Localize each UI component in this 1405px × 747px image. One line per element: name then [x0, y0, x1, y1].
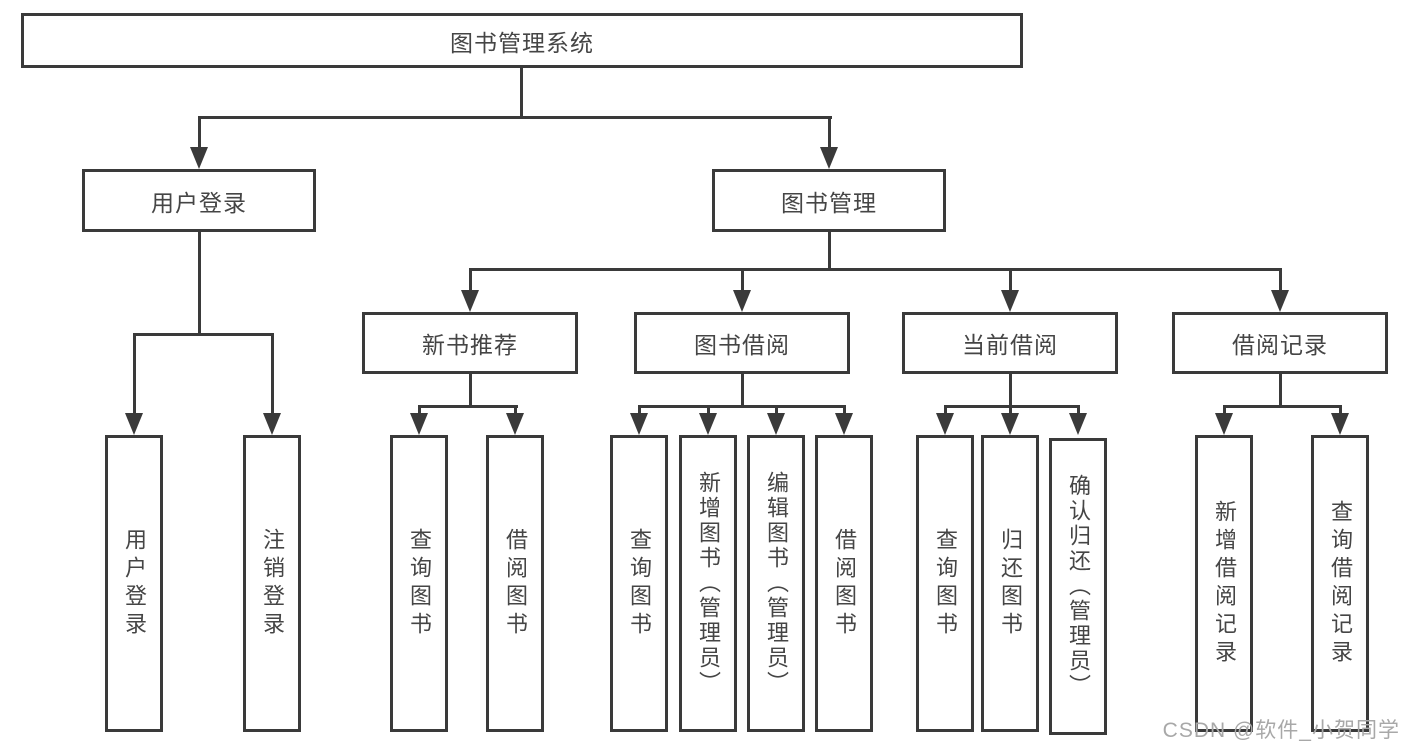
connector-vline: [843, 405, 846, 415]
leaf-return-books: 归还图书: [981, 435, 1039, 732]
connector-hline: [469, 268, 1282, 271]
connector-vline: [1339, 405, 1342, 415]
connector-vline: [469, 373, 472, 408]
leaf-query-books: 查询图书: [390, 435, 448, 732]
arrow-down-icon: [1069, 413, 1087, 435]
leaf-user-login: 用户登录: [105, 435, 163, 732]
connector-hline: [418, 405, 518, 408]
arrow-down-icon: [1001, 290, 1019, 312]
leaf-add-books-admin: 新增图书（管理员）: [679, 435, 737, 732]
leaf-borrow-books: 借阅图书: [486, 435, 544, 732]
node-new-book-recommend: 新书推荐: [362, 312, 578, 374]
arrow-down-icon: [767, 413, 785, 435]
arrow-down-icon: [1271, 290, 1289, 312]
connector-vline: [1279, 373, 1282, 408]
leaf-edit-books-admin: 编辑图书（管理员）: [747, 435, 805, 732]
connector-vline: [198, 116, 201, 149]
leaf-add-borrow-record: 新增借阅记录: [1195, 435, 1253, 732]
connector-hline: [198, 116, 832, 119]
connector-hline: [1223, 405, 1342, 408]
arrow-down-icon: [1001, 413, 1019, 435]
connector-hline: [944, 405, 1080, 408]
connector-vline: [828, 231, 831, 271]
connector-vline: [1009, 373, 1012, 408]
connector-vline: [944, 405, 947, 415]
arrow-down-icon: [1331, 413, 1349, 435]
connector-vline: [1077, 405, 1080, 415]
arrow-down-icon: [630, 413, 648, 435]
connector-vline: [1223, 405, 1226, 415]
arrow-down-icon: [506, 413, 524, 435]
connector-vline: [741, 373, 744, 408]
node-borrow-records: 借阅记录: [1172, 312, 1388, 374]
connector-hline: [638, 405, 846, 408]
arrow-down-icon: [835, 413, 853, 435]
connector-vline: [775, 405, 778, 415]
watermark: CSDN @软件_小贺同学: [1162, 719, 1400, 742]
leaf-confirm-return-admin: 确认归还（管理员）: [1049, 438, 1107, 735]
arrow-down-icon: [461, 290, 479, 312]
connector-vline: [1279, 268, 1282, 292]
connector-vline: [418, 405, 421, 415]
connector-vline: [741, 268, 744, 292]
arrow-down-icon: [410, 413, 428, 435]
leaf-query-borrow-record: 查询借阅记录: [1311, 435, 1369, 732]
connector-vline: [828, 116, 831, 149]
leaf-query-books: 查询图书: [916, 435, 974, 732]
arrow-down-icon: [936, 413, 954, 435]
connector-vline: [469, 268, 472, 292]
leaf-logout: 注销登录: [243, 435, 301, 732]
arrow-down-icon: [125, 413, 143, 435]
arrow-down-icon: [699, 413, 717, 435]
arrow-down-icon: [820, 147, 838, 169]
connector-hline: [133, 333, 274, 336]
arrow-down-icon: [190, 147, 208, 169]
connector-vline: [271, 333, 274, 415]
node-root: 图书管理系统: [21, 13, 1023, 68]
node-user-login: 用户登录: [82, 169, 316, 232]
arrow-down-icon: [263, 413, 281, 435]
node-book-borrow: 图书借阅: [634, 312, 850, 374]
arrow-down-icon: [733, 290, 751, 312]
node-book-management: 图书管理: [712, 169, 946, 232]
connector-vline: [707, 405, 710, 415]
connector-vline: [514, 405, 517, 415]
connector-vline: [1009, 405, 1012, 415]
node-current-borrow: 当前借阅: [902, 312, 1118, 374]
arrow-down-icon: [1215, 413, 1233, 435]
connector-vline: [638, 405, 641, 415]
connector-vline: [133, 333, 136, 415]
connector-vline: [1009, 268, 1012, 292]
leaf-query-books: 查询图书: [610, 435, 668, 732]
connector-vline: [520, 67, 523, 118]
leaf-borrow-books: 借阅图书: [815, 435, 873, 732]
connector-vline: [198, 231, 201, 336]
